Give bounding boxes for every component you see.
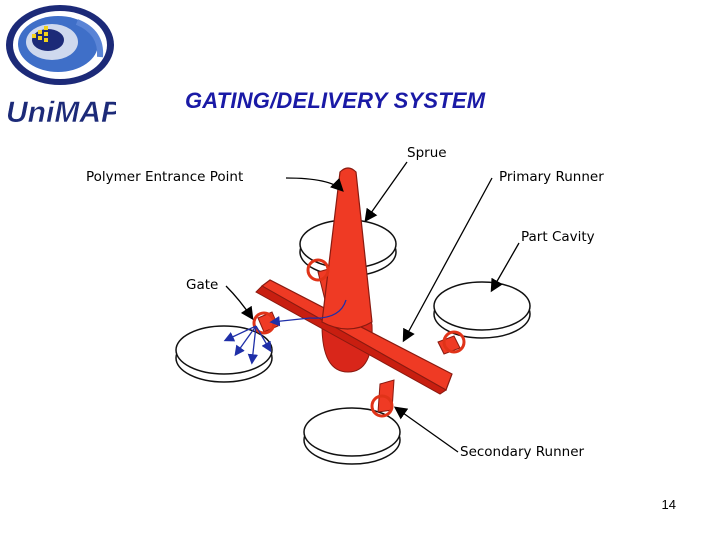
page-number: 14 [661, 497, 676, 512]
primary-runner [255, 279, 453, 395]
part-cavity-right [433, 281, 531, 339]
label-sprue: Sprue [407, 145, 447, 161]
leader-lines [225, 161, 520, 453]
part-cavity-left [175, 325, 273, 383]
university-logo [2, 2, 117, 92]
label-part-cavity: Part Cavity [521, 229, 595, 245]
label-secondary-runner: Secondary Runner [460, 444, 585, 460]
label-gate: Gate [186, 277, 219, 293]
label-polymer-entrance-point: Polymer Entrance Point [86, 169, 244, 185]
logo-text: UniMAP [6, 96, 116, 129]
logo-wordmark: UniMAP [4, 88, 122, 132]
label-primary-runner: Primary Runner [499, 169, 604, 185]
sprue [321, 167, 373, 330]
part-cavity-bottom [303, 407, 401, 465]
melt-flow-arrows [223, 299, 347, 365]
slide-title: GATING/DELIVERY SYSTEM [185, 88, 486, 113]
